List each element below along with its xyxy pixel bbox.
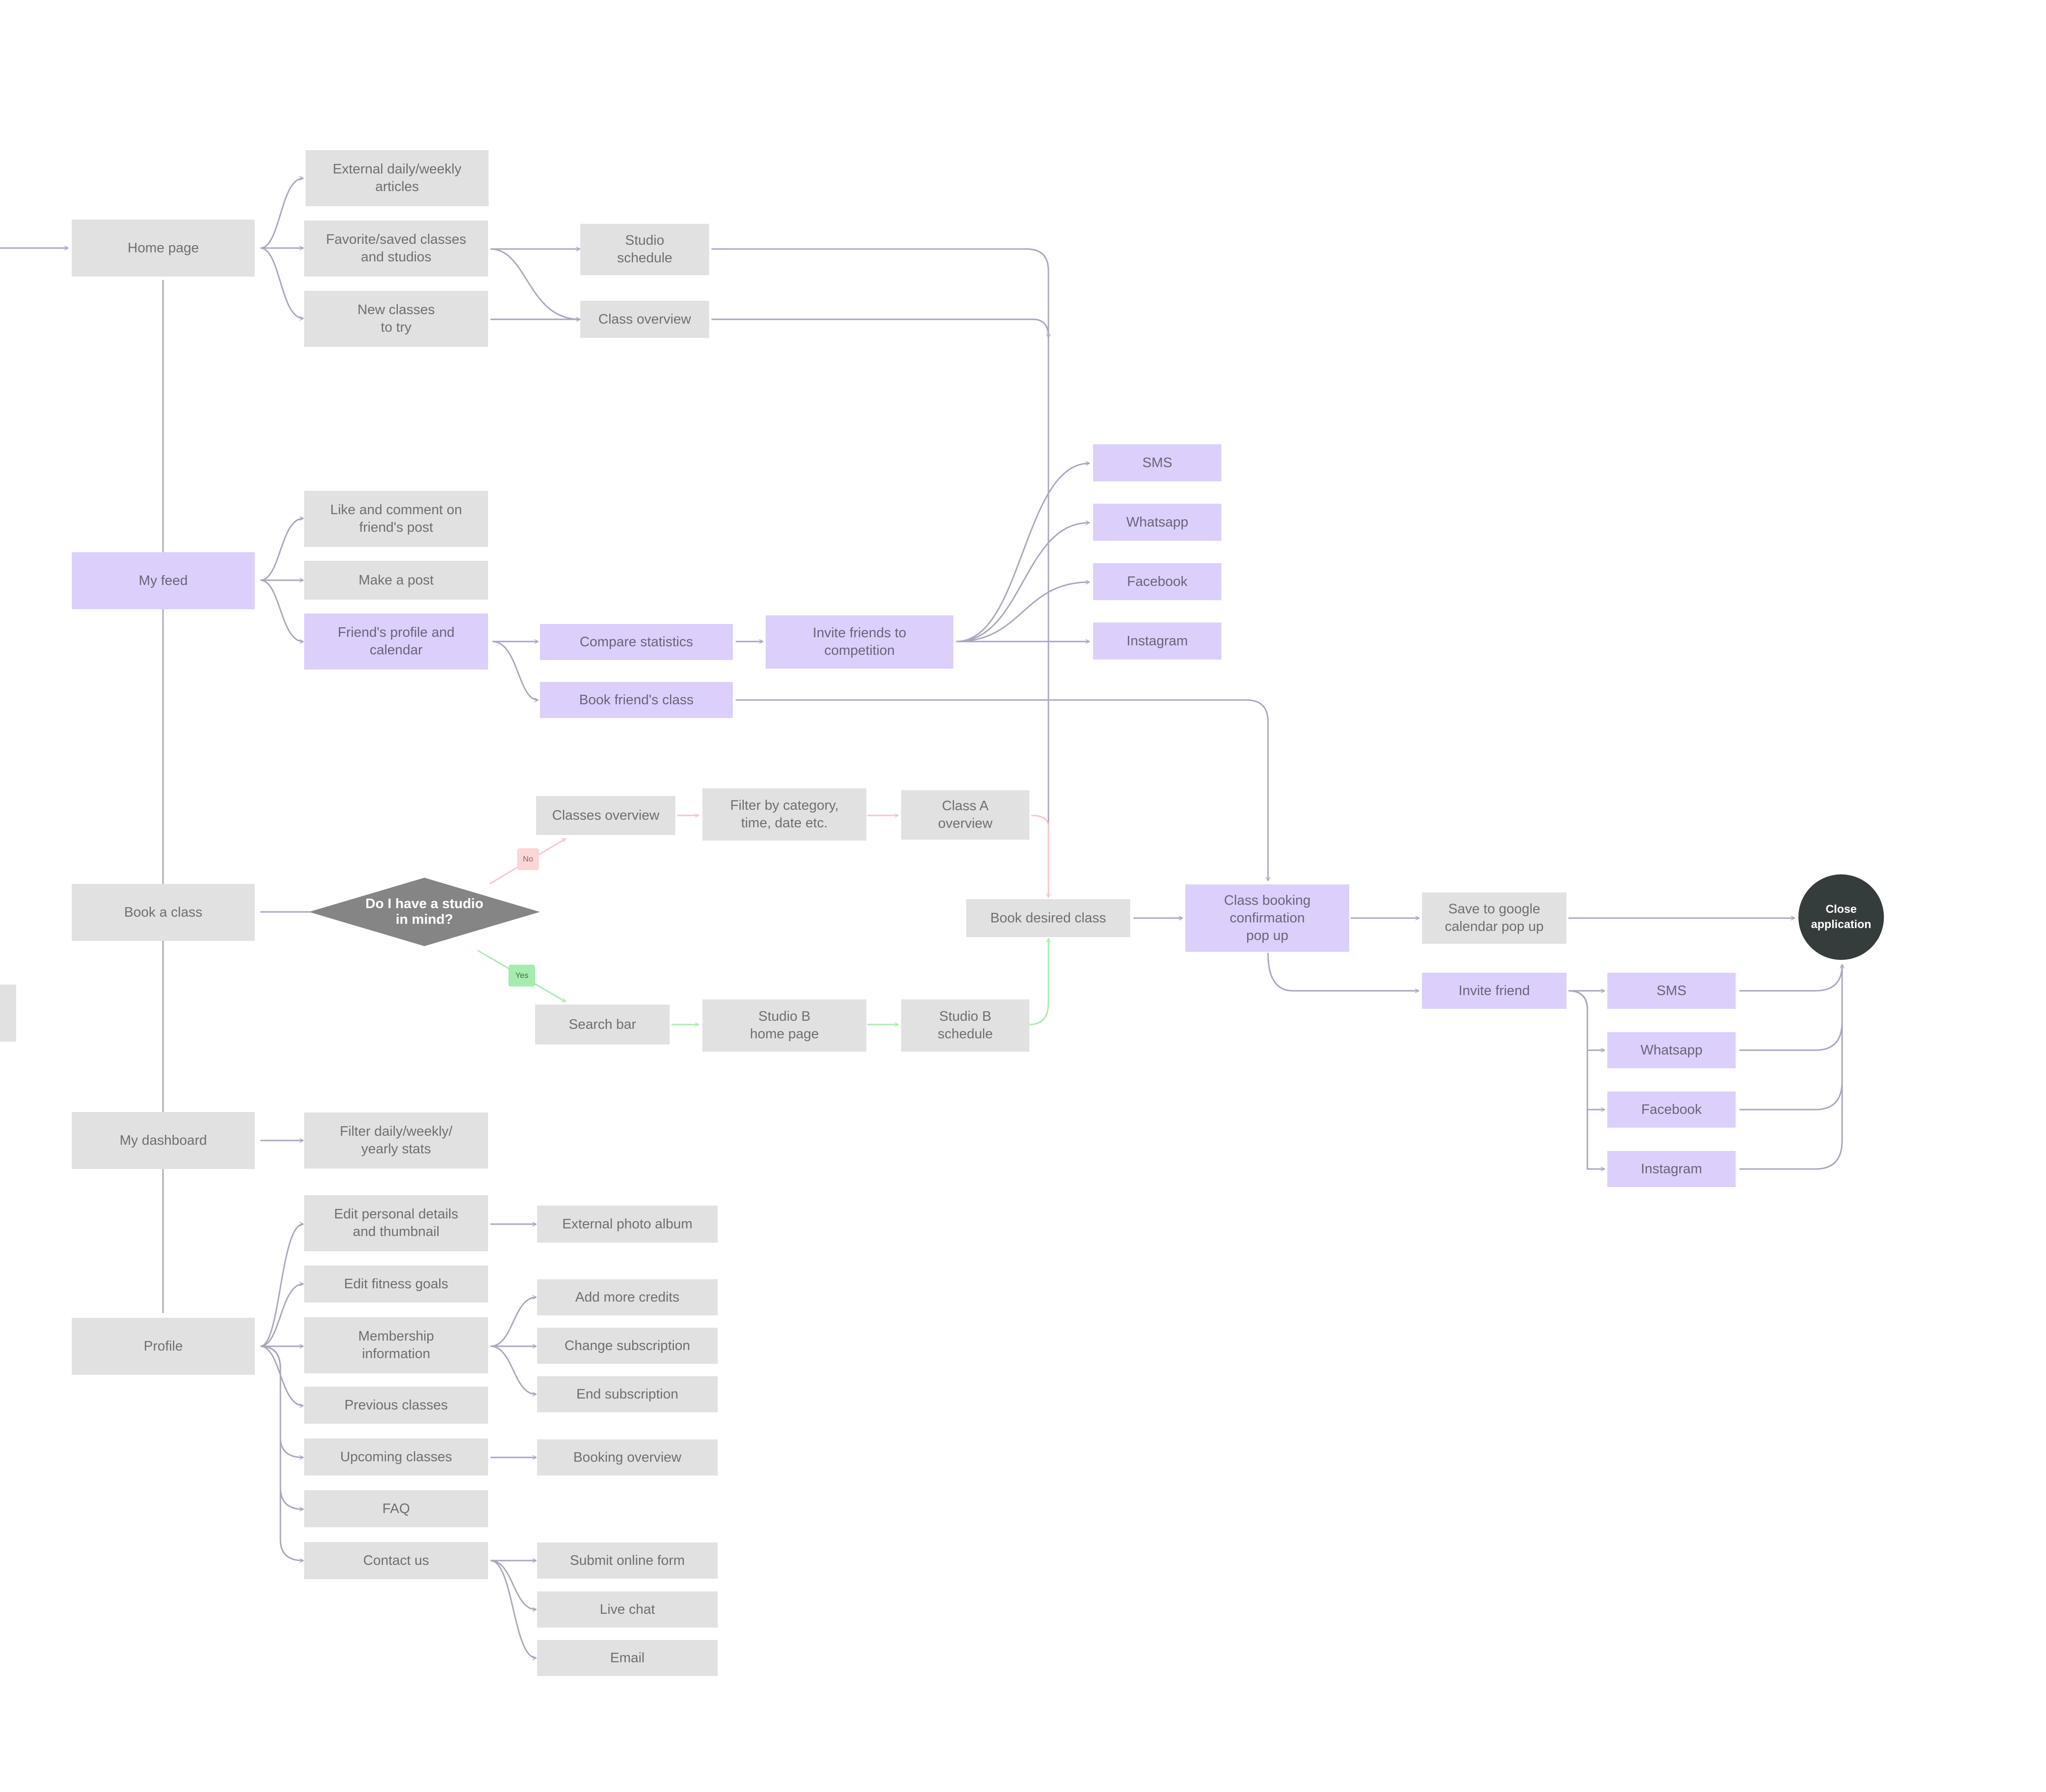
- connector-profile-previous: [260, 1345, 303, 1406]
- node-book-a-class[interactable]: Book a class: [72, 884, 255, 941]
- node-invite-whatsapp[interactable]: Whatsapp: [1607, 1032, 1736, 1068]
- node-compare-statistics[interactable]: Compare statistics: [540, 624, 733, 660]
- node-home-page[interactable]: Home page: [72, 220, 255, 277]
- node-new-classes[interactable]: New classes to try: [304, 291, 488, 347]
- node-invite-instagram[interactable]: Instagram: [1607, 1151, 1736, 1187]
- node-add-credits[interactable]: Add more credits: [537, 1279, 718, 1315]
- node-book-desired-class[interactable]: Book desired class: [966, 899, 1130, 937]
- node-like-comment[interactable]: Like and comment on friend's post: [304, 491, 488, 547]
- connector-invitefriend-instagram: [1568, 990, 1604, 1169]
- node-studio-schedule[interactable]: Studio schedule: [580, 224, 709, 275]
- node-my-dashboard[interactable]: My dashboard: [72, 1112, 255, 1169]
- node-my-feed[interactable]: My feed: [72, 552, 255, 609]
- node-invite-sms[interactable]: SMS: [1607, 973, 1736, 1009]
- connector-instagram-close: [1739, 965, 1842, 1170]
- connector-overview-book: [711, 318, 1048, 337]
- connector-favorites-overview: [490, 248, 580, 319]
- connector-invite-facebook: [956, 582, 1089, 642]
- node-friend-profile[interactable]: Friend's profile and calendar: [304, 613, 488, 670]
- node-end-subscription[interactable]: End subscription: [537, 1376, 718, 1412]
- node-external-articles[interactable]: External daily/weekly articles: [306, 150, 489, 206]
- node-submit-form[interactable]: Submit online form: [537, 1543, 718, 1579]
- node-close-application[interactable]: Close application: [1798, 874, 1884, 960]
- decision-label: Do I have a studio in mind?: [365, 896, 484, 927]
- connector-sms-close: [1739, 965, 1842, 992]
- connector-schedule-book: [1029, 939, 1048, 1025]
- node-share-whatsapp[interactable]: Whatsapp: [1093, 504, 1221, 541]
- node-book-friend-class[interactable]: Book friend's class: [540, 682, 733, 718]
- connector-home-articles: [260, 178, 303, 249]
- node-share-facebook[interactable]: Facebook: [1093, 563, 1221, 600]
- node-class-overview[interactable]: Class overview: [580, 301, 709, 338]
- connector-profile-goals: [260, 1284, 303, 1347]
- decision-diamond: [309, 878, 540, 946]
- node-booking-overview[interactable]: Booking overview: [537, 1439, 718, 1476]
- connector-invite-whatsapp: [956, 523, 1089, 642]
- node-make-post[interactable]: Make a post: [304, 561, 488, 600]
- connector-feed-profile: [260, 579, 303, 642]
- node-favorite-saved[interactable]: Favorite/saved classes and studios: [304, 220, 488, 277]
- node-invite-facebook[interactable]: Facebook: [1607, 1092, 1736, 1128]
- connector-confirm-invite: [1267, 952, 1419, 991]
- node-membership-info[interactable]: Membership information: [304, 1317, 488, 1373]
- node-filter-category[interactable]: Filter by category, time, date etc.: [702, 788, 866, 841]
- connector-contact-email: [490, 1560, 536, 1658]
- node-live-chat[interactable]: Live chat: [537, 1591, 718, 1628]
- connector-profile-contact: [260, 1345, 303, 1561]
- node-change-subscription[interactable]: Change subscription: [537, 1328, 718, 1364]
- connector-invitefriend-whatsapp: [1568, 990, 1604, 1050]
- node-invite-competition[interactable]: Invite friends to competition: [766, 615, 953, 669]
- node-share-instagram[interactable]: Instagram: [1093, 623, 1221, 660]
- node-save-google[interactable]: Save to google calendar pop up: [1422, 892, 1566, 944]
- connector-profile-faq: [260, 1345, 303, 1509]
- node-invite-friend[interactable]: Invite friend: [1422, 973, 1566, 1009]
- node-search-bar[interactable]: Search bar: [535, 1005, 670, 1045]
- connector-profile-upcoming: [260, 1345, 303, 1457]
- node-studio-b-schedule[interactable]: Studio B schedule: [901, 999, 1029, 1052]
- node-class-a-overview[interactable]: Class A overview: [901, 790, 1029, 840]
- node-faq[interactable]: FAQ: [304, 1490, 488, 1527]
- node-edit-fitness-goals[interactable]: Edit fitness goals: [304, 1265, 488, 1303]
- connector-home-new: [260, 247, 303, 318]
- no-branch-tag: No: [517, 848, 539, 870]
- node-studio-b-home[interactable]: Studio B home page: [702, 999, 866, 1052]
- node-filter-stats[interactable]: Filter daily/weekly/ yearly stats: [304, 1112, 488, 1169]
- node-email[interactable]: Email: [537, 1640, 718, 1676]
- connector-schedule-book: [711, 248, 1048, 897]
- connector-invite-sms: [956, 463, 1089, 642]
- connector-whatsapp-close: [1739, 965, 1842, 1051]
- connector-membership-credits: [490, 1297, 536, 1347]
- yes-branch-tag: Yes: [509, 965, 535, 987]
- node-external-photo-album[interactable]: External photo album: [537, 1206, 718, 1243]
- connector-profile-bookfriend: [492, 641, 538, 700]
- node-upcoming-classes[interactable]: Upcoming classes: [304, 1438, 488, 1476]
- connector-feed-like: [260, 518, 303, 581]
- node-edit-personal[interactable]: Edit personal details and thumbnail: [304, 1195, 488, 1251]
- node-contact-us[interactable]: Contact us: [304, 1542, 488, 1579]
- node-classes-overview[interactable]: Classes overview: [536, 796, 675, 835]
- connector-facebook-close: [1739, 965, 1842, 1111]
- offscreen-node-edge: [0, 985, 16, 1042]
- connector-profile-edit: [260, 1224, 303, 1347]
- node-previous-classes[interactable]: Previous classes: [304, 1387, 488, 1424]
- node-share-sms[interactable]: SMS: [1093, 444, 1221, 481]
- node-booking-confirmation[interactable]: Class booking confirmation pop up: [1185, 884, 1349, 952]
- connector-contact-chat: [490, 1560, 536, 1610]
- node-profile[interactable]: Profile: [72, 1318, 255, 1375]
- connector-membership-end: [490, 1345, 536, 1394]
- connector-bookfriend-confirm: [736, 699, 1268, 881]
- connector-classa-book: [1031, 815, 1048, 897]
